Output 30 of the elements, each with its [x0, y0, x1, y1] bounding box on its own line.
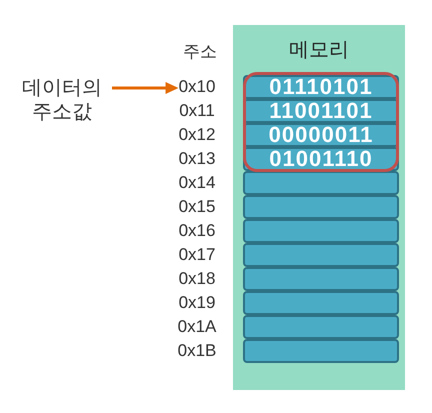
address-label: 0x14 [178, 173, 216, 193]
memory-cell: 00000011 [243, 123, 399, 147]
address-label: 0x18 [178, 269, 216, 289]
memory-cell [243, 339, 399, 363]
address-label: 0x15 [178, 197, 216, 217]
address-label: 0x19 [178, 293, 216, 313]
address-label: 0x17 [178, 245, 216, 265]
memory-cell [243, 267, 399, 291]
address-label: 0x1B [178, 341, 216, 361]
address-label: 0x1A [178, 317, 216, 337]
panel-title: 메모리 [289, 38, 349, 63]
memory-cell [243, 291, 399, 315]
address-label: 0x13 [178, 149, 216, 169]
annotation-text: 데이터의 주소값 [12, 76, 112, 124]
address-label: 0x12 [178, 125, 216, 145]
memory-cell: 11001101 [243, 99, 399, 123]
memory-cell: 01001110 [243, 147, 399, 171]
column-header: 주소 [183, 42, 217, 62]
memory-cell [243, 243, 399, 267]
address-label: 0x11 [179, 101, 215, 121]
address-label: 0x16 [178, 221, 216, 241]
address-label: 0x10 [178, 77, 216, 97]
highlight-outline [243, 72, 399, 172]
memory-cell: 01110101 [243, 75, 399, 99]
memory-cell [243, 195, 399, 219]
memory-cell [243, 171, 399, 195]
memory-panel [233, 25, 405, 390]
memory-cell [243, 219, 399, 243]
arrow [112, 82, 179, 94]
memory-cell [243, 315, 399, 339]
